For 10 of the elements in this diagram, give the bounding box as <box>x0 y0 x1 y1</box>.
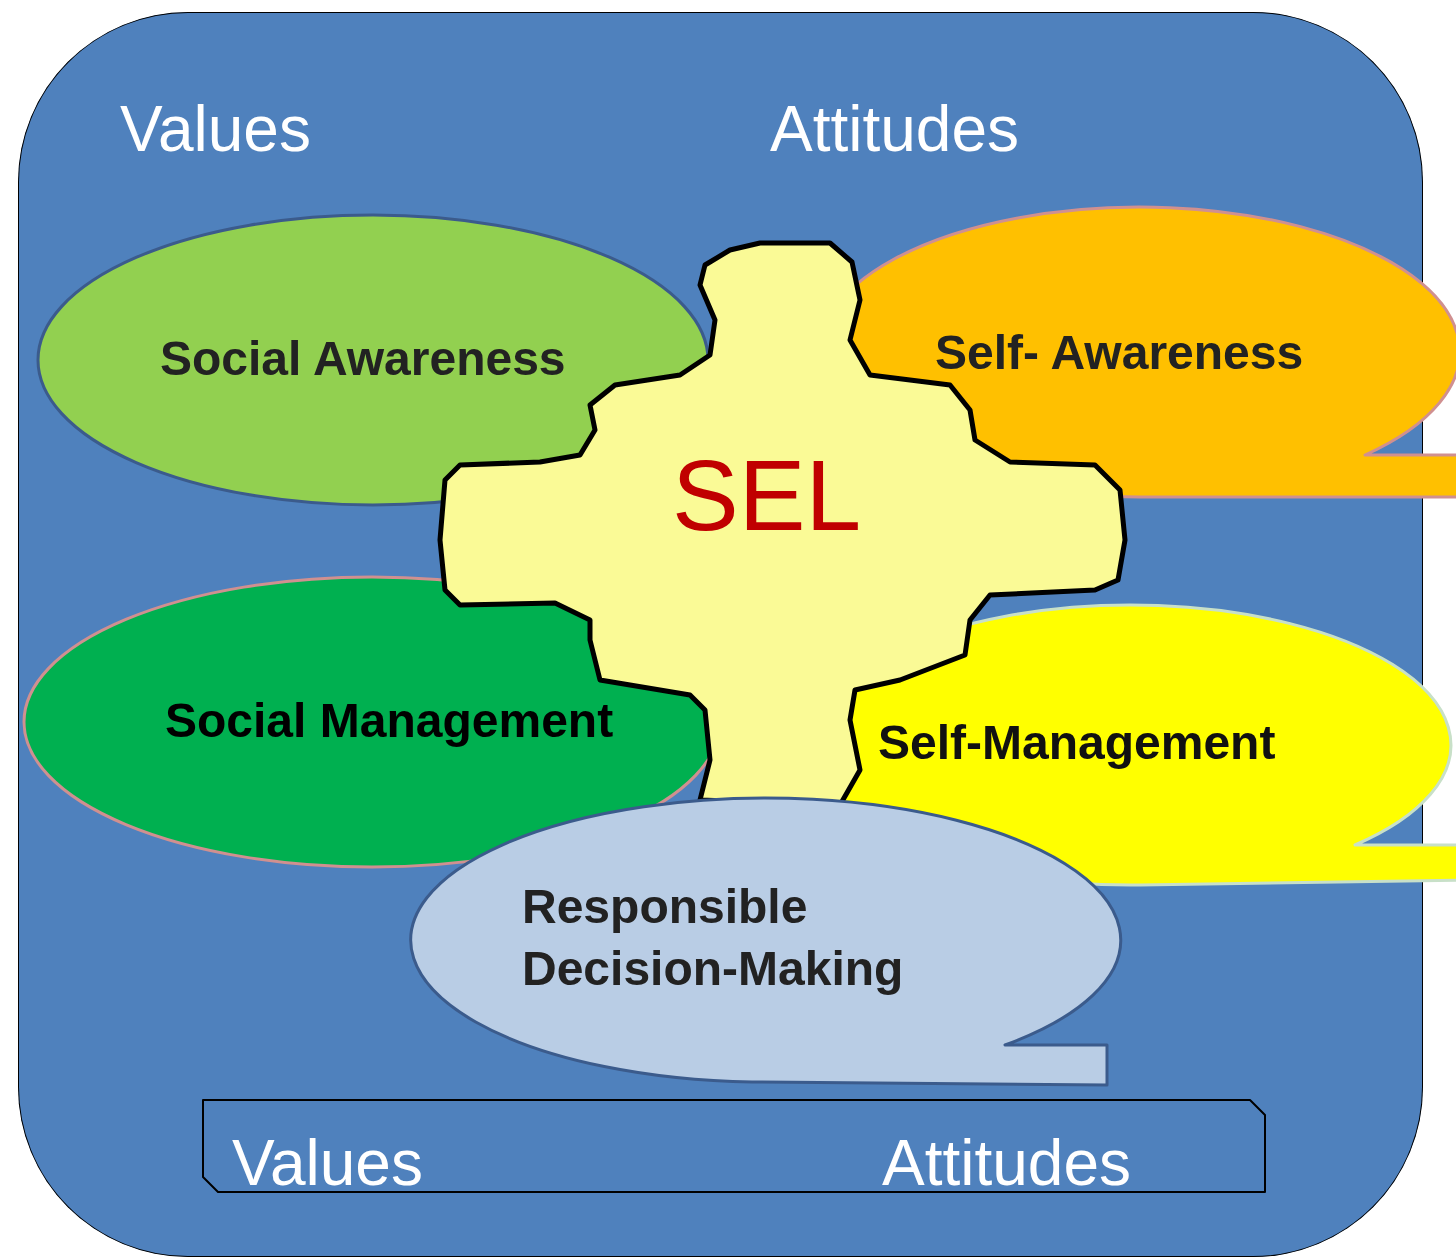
bubble-label: Self- Awareness <box>935 325 1304 381</box>
heading-text: Attitudes <box>770 92 1020 167</box>
bubble-label: Social Management <box>165 693 614 749</box>
bubble-label: Responsible Decision-Making <box>522 879 905 998</box>
value-label: Values <box>232 1126 423 1201</box>
center-title: SEL <box>672 438 861 553</box>
bubble-label: Social Awareness <box>160 331 566 387</box>
value-label: Attitudes <box>882 1126 1132 1201</box>
heading-text: Values <box>120 92 311 167</box>
bubble-label: Self-Management <box>878 715 1276 771</box>
